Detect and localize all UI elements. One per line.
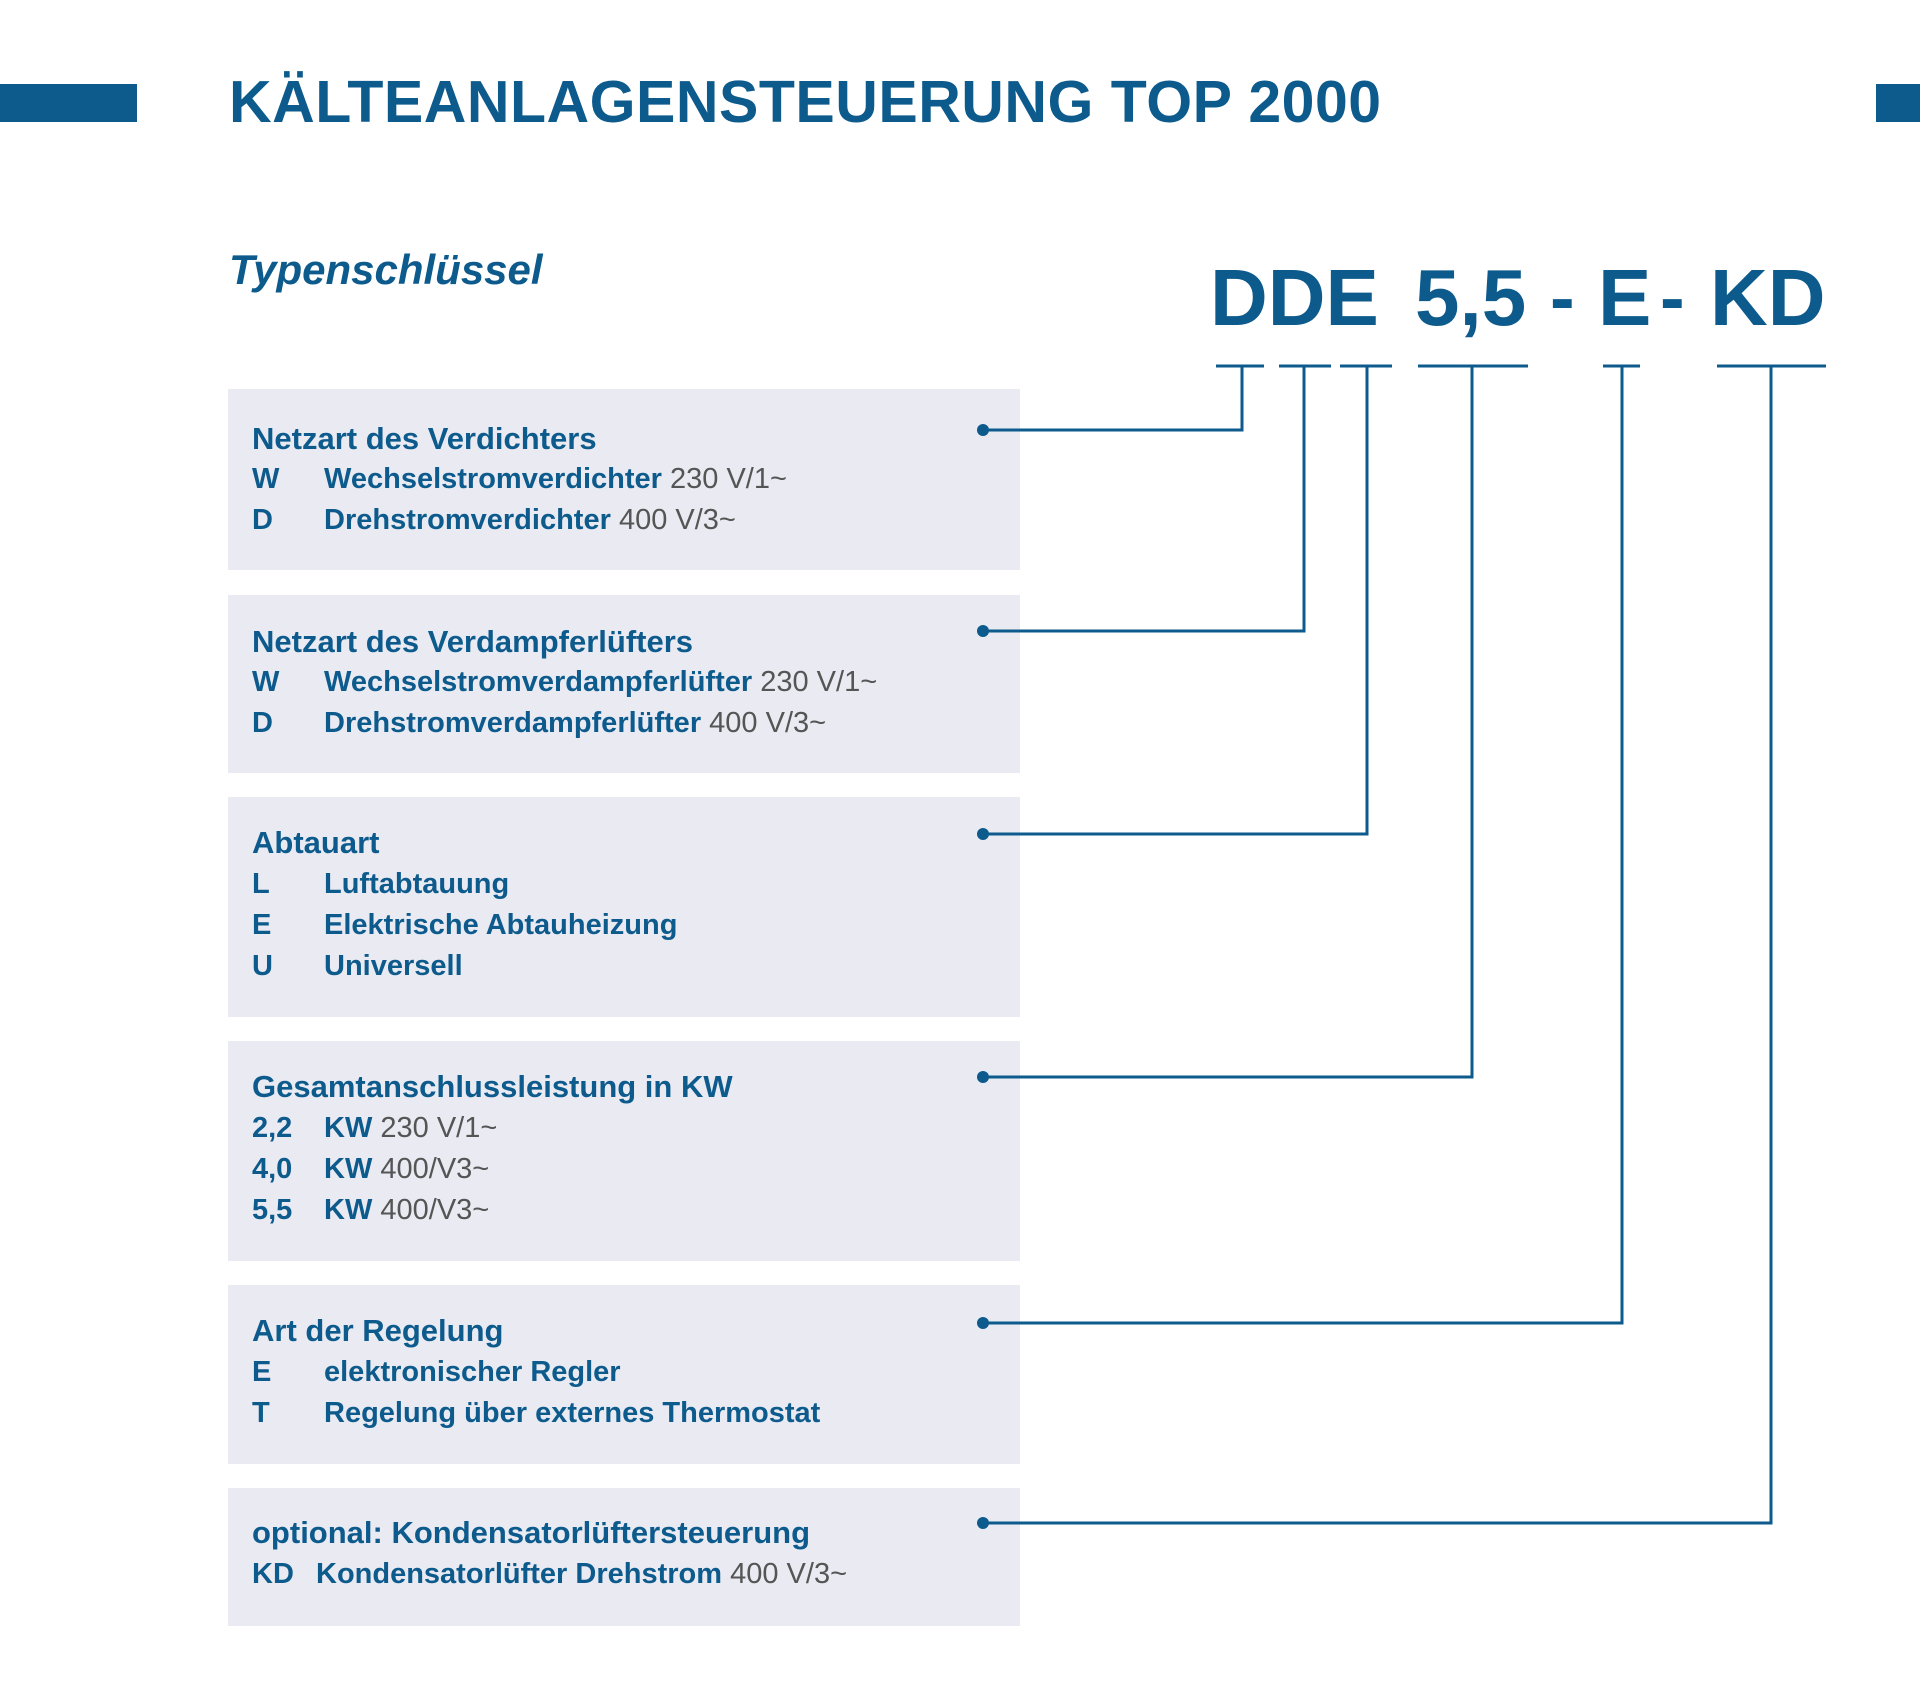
option-code: 2,2 xyxy=(252,1112,293,1144)
option-spec: 400/V3~ xyxy=(380,1153,490,1185)
connector-dot xyxy=(977,828,989,840)
option-name: Drehstromverdichter xyxy=(324,504,611,536)
type-code-separator-1: - xyxy=(1550,256,1575,339)
type-code-separator-2: - xyxy=(1660,256,1685,339)
panel-title: Netzart des Verdampferlüfters xyxy=(252,624,694,659)
option-code: KD xyxy=(252,1558,294,1590)
panel-control-type: Art der Regelung E elektronischer Regler… xyxy=(228,1285,1020,1464)
option-description: Drehstromverdichter 400 V/3~ xyxy=(324,500,736,540)
connector-evaporator-fan xyxy=(983,366,1306,633)
panel-title: Netzart des Verdichters xyxy=(252,421,597,456)
option-spec: 230 V/1~ xyxy=(760,666,878,698)
option-description: Luftabtauung xyxy=(324,864,509,904)
panel-title: Art der Regelung xyxy=(252,1313,504,1348)
option-name: KW xyxy=(324,1194,373,1226)
option-description: Wechselstromverdichter 230 V/1~ xyxy=(324,459,787,499)
connector-power xyxy=(983,366,1474,1079)
option-name: Wechselstromverdichter xyxy=(324,463,662,495)
connector-compressor xyxy=(983,366,1244,432)
panel-compressor-supply: Netzart des Verdichters W Wechselstromve… xyxy=(228,389,1020,570)
option-name: Regelung über externes Thermostat xyxy=(324,1397,821,1429)
panel-title: optional: Kondensatorlüftersteuerung xyxy=(252,1515,810,1550)
option-description: KW 230 V/1~ xyxy=(324,1108,497,1148)
option-description: elektronischer Regler xyxy=(324,1352,621,1392)
panel-title: Gesamtanschlussleistung in KW xyxy=(252,1069,733,1104)
section-subtitle: Typenschlüssel xyxy=(229,246,543,293)
option-code: D xyxy=(252,707,273,739)
connector-dot xyxy=(977,1517,989,1529)
type-code-part-2: 5,5 xyxy=(1415,253,1527,342)
option-spec: 400 V/3~ xyxy=(709,707,827,739)
connector-control xyxy=(983,366,1624,1325)
connector-dot xyxy=(977,625,989,637)
option-spec: 230 V/1~ xyxy=(380,1112,498,1144)
panel-condenser-fan-control: optional: Kondensatorlüftersteuerung KD … xyxy=(228,1488,1020,1626)
option-description: Elektrische Abtauheizung xyxy=(324,905,677,945)
option-code: E xyxy=(252,1356,272,1388)
option-description: Regelung über externes Thermostat xyxy=(324,1393,820,1433)
option-description: KW 400/V3~ xyxy=(324,1190,489,1230)
option-name: Luftabtauung xyxy=(324,868,510,900)
option-code: W xyxy=(252,666,280,698)
connector-dot xyxy=(977,1071,989,1083)
page-title: KÄLTEANLAGENSTEUERUNG TOP 2000 xyxy=(229,69,1382,135)
header-accent-bar-left xyxy=(0,84,137,122)
option-name: KW xyxy=(324,1153,373,1185)
panel-title: Abtauart xyxy=(252,825,380,860)
option-name: Drehstromverdampferlüfter xyxy=(324,707,702,739)
option-code: D xyxy=(252,504,273,536)
type-code-part-4: KD xyxy=(1710,253,1826,342)
option-description: Universell xyxy=(324,946,463,986)
option-code: E xyxy=(252,909,272,941)
type-code-part-3: E xyxy=(1598,253,1652,342)
option-name: elektronischer Regler xyxy=(324,1356,621,1388)
option-code: 4,0 xyxy=(252,1153,293,1185)
option-code: L xyxy=(252,868,270,900)
panel-evaporator-fan-supply: Netzart des Verdampferlüfters W Wechsels… xyxy=(228,595,1020,773)
connector-dot xyxy=(977,424,989,436)
option-code: 5,5 xyxy=(252,1194,293,1226)
option-spec: 400 V/3~ xyxy=(730,1558,848,1590)
panel-defrost-type: Abtauart L Luftabtauung E Elektrische Ab… xyxy=(228,797,1020,1017)
option-name: KW xyxy=(324,1112,373,1144)
panel-total-power: Gesamtanschlussleistung in KW 2,2 KW 230… xyxy=(228,1041,1020,1261)
option-name: Kondensatorlüfter Drehstrom xyxy=(316,1558,723,1590)
option-spec: 400 V/3~ xyxy=(618,504,736,536)
connector-defrost xyxy=(983,366,1369,836)
option-name: Universell xyxy=(324,950,463,982)
option-name: Wechselstromverdampferlüfter xyxy=(324,666,753,698)
option-name: Elektrische Abtauheizung xyxy=(324,909,678,941)
option-code: W xyxy=(252,463,280,495)
option-description: Kondensatorlüfter Drehstrom 400 V/3~ xyxy=(316,1554,847,1594)
connector-dot xyxy=(977,1317,989,1329)
option-spec: 230 V/1~ xyxy=(670,463,787,495)
connector-condenser-fan xyxy=(983,366,1773,1525)
option-description: KW 400/V3~ xyxy=(324,1149,489,1189)
option-description: Drehstromverdampferlüfter 400 V/3~ xyxy=(324,703,826,743)
option-spec: 400/V3~ xyxy=(380,1194,490,1226)
option-description: Wechselstromverdampferlüfter 230 V/1~ xyxy=(324,662,877,702)
type-code-part-1: DDE xyxy=(1210,253,1379,342)
header-accent-bar-right xyxy=(1876,84,1920,122)
option-code: U xyxy=(252,950,273,982)
option-code: T xyxy=(252,1397,270,1429)
